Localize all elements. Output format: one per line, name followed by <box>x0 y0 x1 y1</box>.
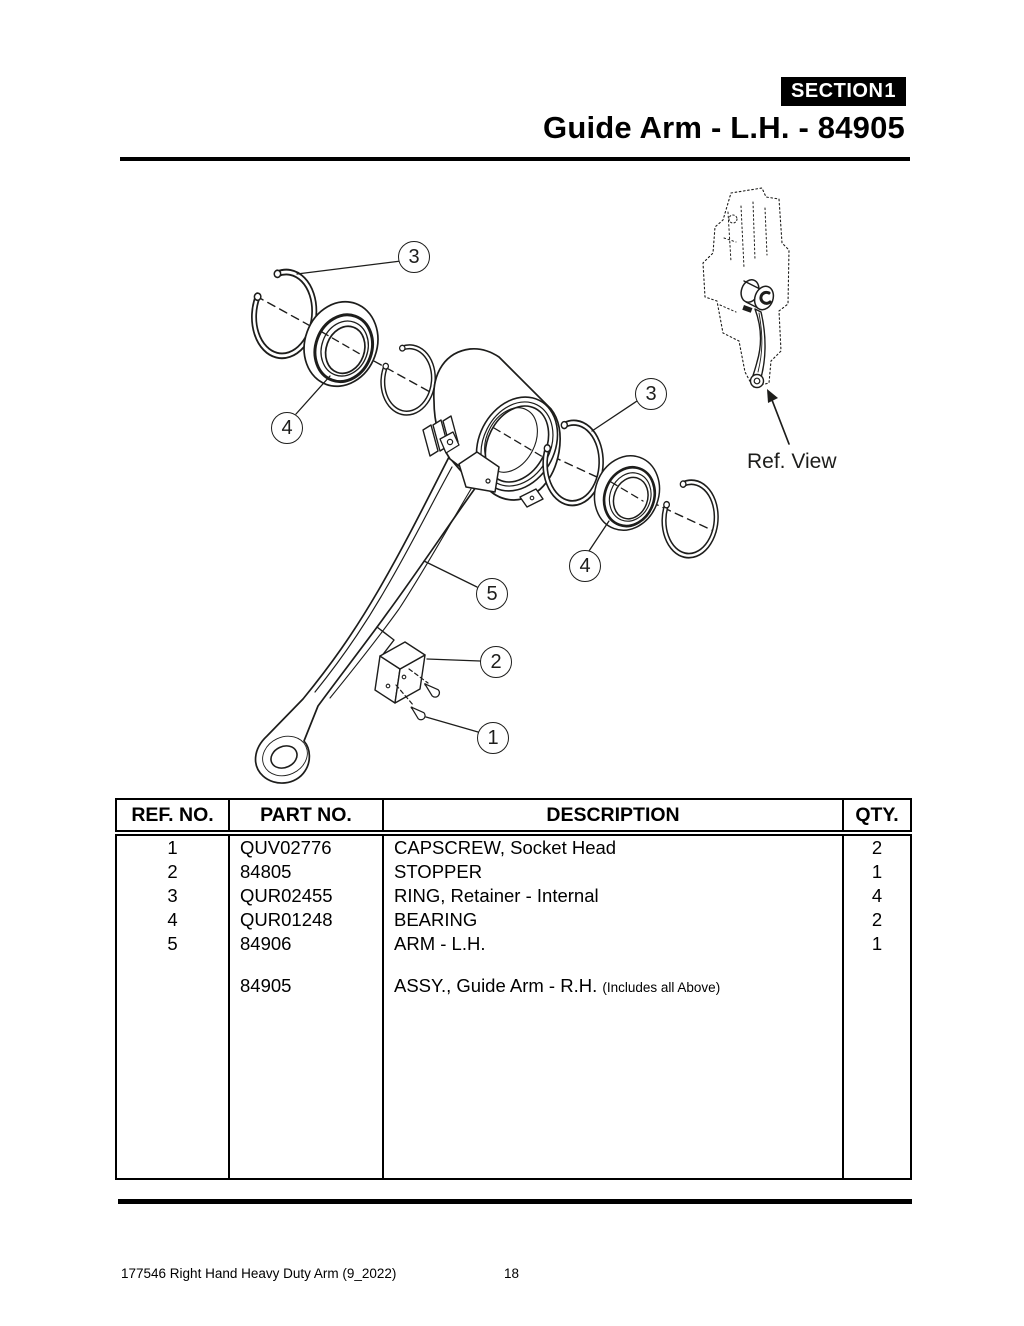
callout-bubble: 4 <box>569 550 601 582</box>
column-header-ref-no: REF. NO. <box>115 798 230 836</box>
ref-no-cell: 2 <box>115 860 230 884</box>
centerline-dashed <box>255 295 717 533</box>
column-header-part-no: PART NO. <box>228 798 384 836</box>
column-header-qty: QTY. <box>842 798 912 836</box>
qty-cell: 4 <box>842 884 912 908</box>
ref-no-cell: 1 <box>115 833 230 860</box>
table-filler-row <box>115 998 912 1179</box>
bottom-rule <box>118 1199 912 1204</box>
retainer-ring-3 <box>542 421 602 504</box>
section-number: 1 <box>884 80 896 102</box>
qty-cell: 2 <box>842 833 912 860</box>
ref-no-cell: 4 <box>115 908 230 932</box>
footer-document-ref: 177546 Right Hand Heavy Duty Arm (9_2022… <box>121 1266 397 1281</box>
description-cell: BEARING <box>382 908 844 932</box>
table-row: 2 84805 STOPPER 1 <box>115 860 912 884</box>
table-row: 4 QUR01248 BEARING 2 <box>115 908 912 932</box>
callout-bubble: 3 <box>398 241 430 273</box>
callout-bubble: 1 <box>477 722 509 754</box>
qty-cell: 1 <box>842 932 912 956</box>
part-no-cell: 84805 <box>228 860 384 884</box>
guide-arm <box>254 456 477 784</box>
callout-bubble: 2 <box>480 646 512 678</box>
arm-hub <box>433 347 561 501</box>
ref-no-cell: 3 <box>115 884 230 908</box>
callout-bubble: 4 <box>271 412 303 444</box>
footer-page-number: 18 <box>504 1266 520 1281</box>
assembly-description-note: (Includes all Above) <box>602 980 721 995</box>
description-cell: RING, Retainer - Internal <box>382 884 844 908</box>
qty-cell: 1 <box>842 860 912 884</box>
hub-bore <box>484 405 550 483</box>
title-rule <box>120 157 910 161</box>
part-no-cell: 84905 <box>228 974 384 998</box>
part-no-cell: QUR02455 <box>228 884 384 908</box>
qty-cell <box>842 974 912 998</box>
ref-view-label: Ref. View <box>747 450 837 473</box>
table-spacer-row <box>115 956 912 974</box>
description-cell: CAPSCREW, Socket Head <box>382 833 844 860</box>
retainer-ring-2 <box>378 344 436 416</box>
table-row: 1 QUV02776 CAPSCREW, Socket Head 2 <box>115 833 912 860</box>
column-header-description: DESCRIPTION <box>382 798 844 836</box>
capscrew-2 <box>410 706 426 721</box>
table-row: 3 QUR02455 RING, Retainer - Internal 4 <box>115 884 912 908</box>
section-badge: SECTION 1 <box>781 77 906 106</box>
section-label: SECTION <box>791 80 884 102</box>
ref-view-drawing <box>702 187 790 445</box>
part-no-cell: QUV02776 <box>228 833 384 860</box>
table-row: 5 84906 ARM - L.H. 1 <box>115 932 912 956</box>
bearing-2 <box>582 445 672 541</box>
capscrew-1 <box>424 683 441 698</box>
arm-end-hole <box>270 745 298 769</box>
qty-cell: 2 <box>842 908 912 932</box>
callout-bubble: 5 <box>476 578 508 610</box>
callout-bubble: 3 <box>635 378 667 410</box>
bearing-1 <box>290 289 392 399</box>
description-cell: STOPPER <box>382 860 844 884</box>
assembly-description: ASSY., Guide Arm - R.H. <box>394 975 598 996</box>
part-no-cell: 84906 <box>228 932 384 956</box>
retainer-ring-4 <box>660 480 718 558</box>
table-header-row: REF. NO. PART NO. DESCRIPTION QTY. <box>115 798 912 836</box>
description-cell: ARM - L.H. <box>382 932 844 956</box>
ref-no-cell <box>115 974 230 998</box>
leader-lines <box>295 260 638 733</box>
part-no-cell: QUR01248 <box>228 908 384 932</box>
stopper-block <box>374 641 426 704</box>
ref-view-arrow <box>771 399 790 445</box>
ref-no-cell: 5 <box>115 932 230 956</box>
hub-flange <box>458 451 544 508</box>
page-title: Guide Arm - L.H. - 84905 <box>543 110 905 145</box>
retainer-ring-1 <box>249 268 319 359</box>
table-row: 84905 ASSY., Guide Arm - R.H. (Includes … <box>115 974 912 998</box>
clamp-teeth <box>422 415 460 457</box>
parts-table: REF. NO. PART NO. DESCRIPTION QTY. 1 QUV… <box>115 798 912 1180</box>
description-cell: ASSY., Guide Arm - R.H. (Includes all Ab… <box>382 974 844 998</box>
